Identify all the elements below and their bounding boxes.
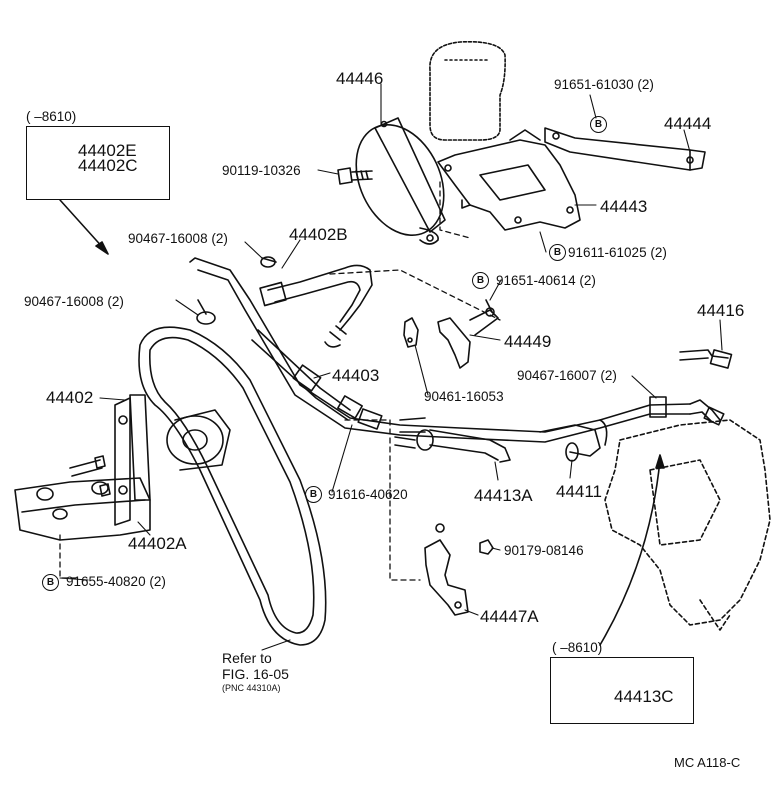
bracket-44447a (424, 523, 469, 616)
label-91655-40820: 91655-40820 (2) (66, 574, 166, 589)
label-44403: 44403 (332, 366, 380, 385)
label-44402e: 44402E (78, 141, 137, 160)
bolt-symbol-5: B (42, 574, 59, 591)
reservoir-bracket-44446 (355, 117, 446, 245)
inset-left-arrow (59, 199, 109, 255)
label-44413c: 44413C (614, 687, 674, 706)
label-44402c: 44402C (78, 156, 138, 175)
inset-left-range: ( –8610) (26, 109, 77, 124)
bolt-symbol-3: B (472, 272, 489, 289)
clip-90467-16008-left (196, 299, 216, 325)
pump-bracket-44402a (14, 455, 151, 541)
nut-90179-08146 (479, 539, 494, 555)
pump-44402 (114, 394, 231, 526)
label-90179-08146: 90179-08146 (504, 543, 584, 558)
label-91611-61025: 91611-61025 (2) (568, 245, 667, 260)
figure-code: MC A118-C (674, 755, 741, 770)
bolt-symbol-2: B (549, 244, 566, 261)
pressure-tube-assembly (189, 257, 691, 443)
return-hose-44402b (259, 264, 373, 348)
label-44411: 44411 (556, 482, 603, 501)
bolt-symbol-1: B (590, 116, 607, 133)
label-44447a: 44447A (480, 607, 539, 626)
label-91651-61030: 91651-61030 (2) (554, 77, 654, 92)
label-44402: 44402 (46, 388, 94, 407)
label-91651-40614: 91651-40614 (2) (496, 273, 596, 288)
label-44416: 44416 (697, 301, 745, 320)
drive-belt (138, 326, 327, 646)
inset-right-box (550, 657, 694, 724)
inset-right-arrow (599, 454, 665, 646)
inset-right-range: ( –8610) (552, 640, 603, 655)
refer-line-1: Refer to (222, 650, 272, 666)
label-44444: 44444 (664, 114, 712, 133)
reservoir-tank (429, 40, 506, 141)
label-90119-10326: 90119-10326 (222, 163, 301, 178)
stay-44444 (544, 127, 706, 171)
label-leaders (59, 83, 723, 651)
label-44443: 44443 (600, 197, 648, 216)
clamp-bracket-44449 (437, 299, 499, 369)
bolt-symbol-4: B (305, 486, 322, 503)
label-90467-16007: 90467-16007 (2) (517, 368, 617, 383)
bolt-90119-10326 (337, 167, 373, 185)
label-90467-16008-left: 90467-16008 (2) (24, 294, 124, 309)
clip-90461-16053 (403, 317, 419, 348)
label-90461-16053: 90461-16053 (424, 389, 504, 404)
refer-line-3: (PNC 44310A) (222, 683, 281, 693)
leader-lines (59, 181, 501, 581)
union-44416 (679, 349, 733, 426)
label-44413a: 44413A (474, 486, 533, 505)
hose-44413a (394, 417, 511, 463)
inset-left-box (26, 126, 170, 200)
steering-gear-housing (604, 419, 771, 631)
label-91616-40620: 91616-40620 (328, 487, 408, 502)
label-44402a: 44402A (128, 534, 187, 553)
clip-90467-16008-upper (260, 256, 277, 268)
pump-bracket-44443 (437, 129, 581, 231)
label-90467-16008-upper: 90467-16008 (2) (128, 231, 228, 246)
label-44446: 44446 (336, 69, 384, 88)
label-44449: 44449 (504, 332, 552, 351)
label-44402b: 44402B (289, 225, 348, 244)
refer-line-2: FIG. 16-05 (222, 666, 289, 682)
